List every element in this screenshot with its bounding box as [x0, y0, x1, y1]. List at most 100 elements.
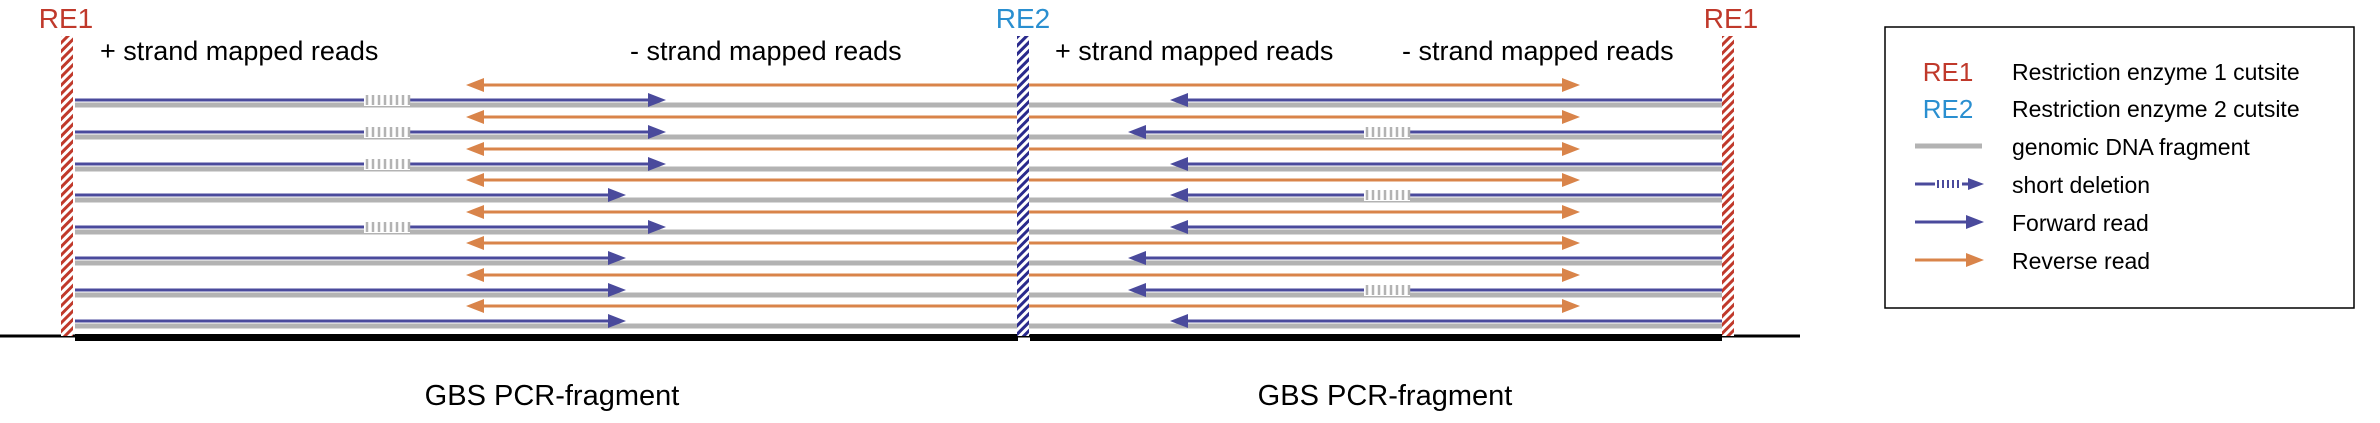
legend-label: Forward read: [2012, 210, 2149, 236]
left-forward-read: [75, 283, 626, 297]
right-read-row: [1029, 236, 1722, 266]
right-reverse-read: [1029, 205, 1580, 219]
left-forward-read: [75, 220, 666, 234]
right-forward-read-head: [1128, 125, 1146, 139]
left-reverse-read: [466, 142, 1017, 156]
right-reverse-read: [1029, 236, 1580, 250]
left-read-row: [75, 205, 1017, 235]
left-read-row: [75, 110, 1017, 140]
right-forward-read: [1170, 157, 1722, 171]
left-read-row: [75, 299, 1017, 329]
re1-left-label: RE1: [39, 3, 93, 34]
right-forward-read: [1170, 188, 1722, 202]
left-forward-read: [75, 93, 666, 107]
right-reverse-read-head: [1562, 299, 1580, 313]
right-forward-read: [1170, 220, 1722, 234]
left-forward-read-head: [608, 283, 626, 297]
left-forward-read-head: [648, 125, 666, 139]
left-read-row: [75, 78, 1017, 108]
right-short-deletion: [1364, 126, 1411, 138]
legend-item-forward: Forward read: [1915, 210, 2149, 236]
legend-reverse-swatch: [1915, 253, 1984, 267]
left-forward-read-head: [648, 157, 666, 171]
left-reverse-read: [466, 173, 1017, 187]
right-reverse-read: [1029, 268, 1580, 282]
left-short-deletion: [364, 221, 411, 233]
legend-item-text: RE1 Restriction enzyme 1 cutsite: [1923, 57, 2300, 87]
right-forward-read-head: [1128, 251, 1146, 265]
legend-label: Restriction enzyme 1 cutsite: [2012, 59, 2300, 85]
right-reverse-read-head: [1562, 205, 1580, 219]
left-short-deletion-gap: [364, 158, 410, 170]
right-read-row: [1029, 110, 1722, 140]
right-read-row: [1029, 299, 1722, 329]
right-reverse-read: [1029, 142, 1580, 156]
right-reverse-read: [1029, 110, 1580, 124]
left-reverse-read-head: [466, 236, 484, 250]
right-forward-read: [1128, 283, 1722, 297]
legend-key-re1: RE1: [1923, 57, 1974, 87]
left-forward-read: [75, 157, 666, 171]
left-read-row: [75, 142, 1017, 172]
right-short-deletion-gap: [1364, 189, 1410, 201]
left-reverse-read: [466, 110, 1017, 124]
gbs-fragment-right: [1030, 334, 1722, 341]
left-reverse-read-head: [466, 205, 484, 219]
left-short-deletion-gap: [364, 94, 410, 106]
left-reverse-read-head: [466, 78, 484, 92]
right-reverse-read-head: [1562, 173, 1580, 187]
right-read-row: [1029, 78, 1722, 108]
left-reverse-read: [466, 78, 1017, 92]
right-read-row: [1029, 142, 1722, 172]
left-reverse-read-head: [466, 110, 484, 124]
legend-key-re2: RE2: [1923, 94, 1974, 124]
legend-label: genomic DNA fragment: [2012, 134, 2250, 160]
left-reverse-read: [466, 268, 1017, 282]
right-forward-read-head: [1170, 93, 1188, 107]
left-forward-read: [75, 314, 626, 328]
left-forward-read-head: [648, 93, 666, 107]
legend-deletion-head: [1968, 178, 1984, 190]
legend-reverse-swatch-head: [1966, 253, 1984, 267]
re1-right-label: RE1: [1704, 3, 1758, 34]
left-forward-read: [75, 251, 626, 265]
left-read-row: [75, 236, 1017, 266]
left-short-deletion: [364, 158, 411, 170]
left-read-row: [75, 268, 1017, 298]
left-reverse-read-head: [466, 173, 484, 187]
right-plus-strand-label: + strand mapped reads: [1055, 36, 1333, 66]
right-forward-read: [1128, 125, 1722, 139]
right-short-deletion: [1364, 189, 1411, 201]
legend-label: Reverse read: [2012, 248, 2150, 274]
re2-cutsite: [1017, 36, 1029, 336]
left-reverse-read: [466, 236, 1017, 250]
left-reverse-read-head: [466, 268, 484, 282]
legend-item-deletion: short deletion: [1915, 172, 2150, 198]
legend-label: Restriction enzyme 2 cutsite: [2012, 96, 2300, 122]
left-reverse-read-head: [466, 299, 484, 313]
right-reverse-read: [1029, 299, 1580, 313]
right-reverse-read-head: [1562, 268, 1580, 282]
right-read-row: [1029, 268, 1722, 298]
legend-item-genomic: genomic DNA fragment: [1915, 134, 2250, 160]
right-forward-read: [1170, 314, 1722, 328]
legend-item-reverse: Reverse read: [1915, 248, 2150, 274]
right-short-deletion-gap: [1364, 126, 1410, 138]
right-reverse-read-head: [1562, 110, 1580, 124]
right-reverse-read-head: [1562, 142, 1580, 156]
left-read-row: [75, 173, 1017, 203]
left-reverse-read-head: [466, 142, 484, 156]
left-forward-read-head: [648, 220, 666, 234]
right-fragment-label: GBS PCR-fragment: [1258, 380, 1513, 412]
left-plus-strand-label: + strand mapped reads: [100, 36, 378, 66]
left-short-deletion-gap: [364, 126, 410, 138]
right-read-row: [1029, 205, 1722, 235]
left-short-deletion: [364, 126, 411, 138]
right-short-deletion: [1364, 284, 1411, 296]
left-short-deletion-gap: [364, 221, 410, 233]
left-forward-read-head: [608, 314, 626, 328]
